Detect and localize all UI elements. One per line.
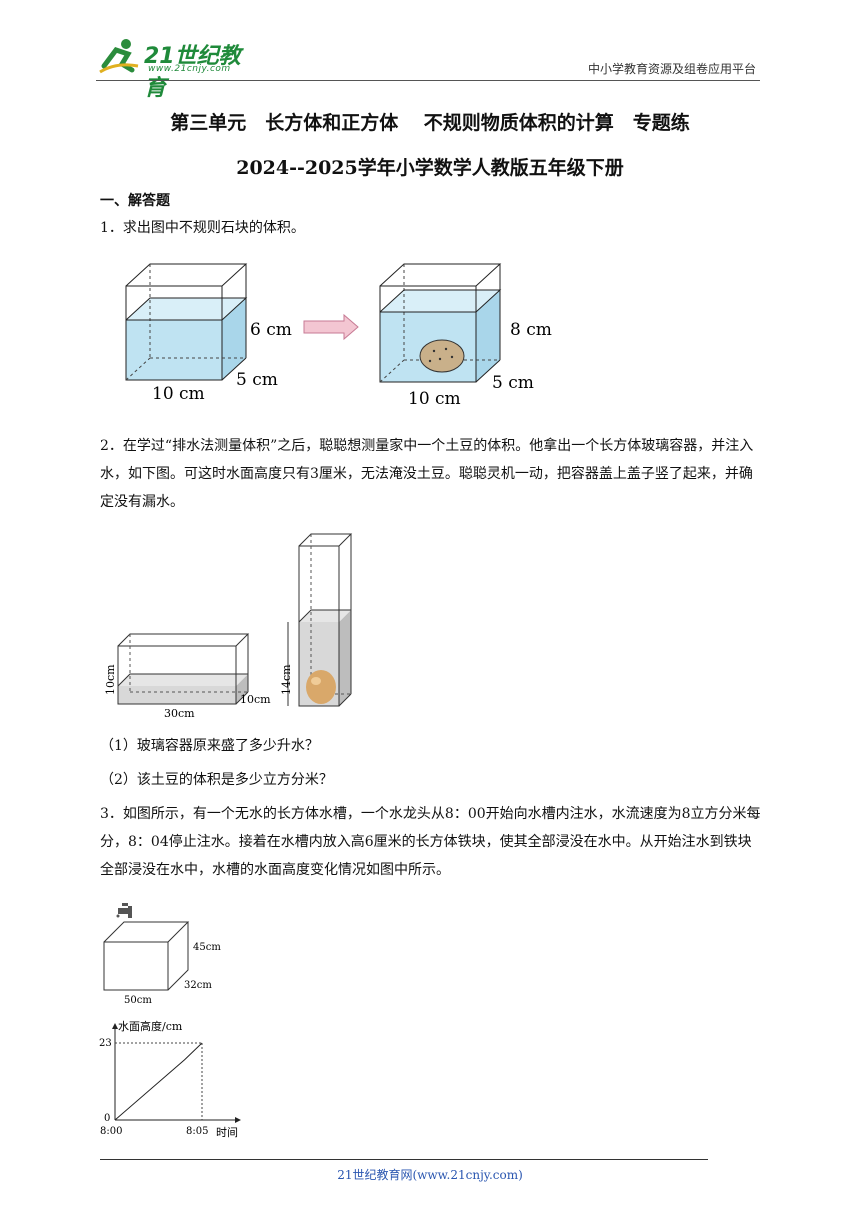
page-subtitle: 2024--2025学年小学数学人教版五年级下册 [236,157,624,179]
y-tick-label: 23 [99,1038,112,1049]
platform-name: 中小学教育资源及组卷应用平台 [587,62,756,76]
q2-height-label: 10cm [104,664,117,695]
logo-text: 21世纪教育 [144,44,241,101]
question-3-text: 3．如图所示，有一个无水的长方体水槽，一个水龙头从8：00开始向水槽内注水，水流… [100,806,761,878]
q2-water-height-label: 14cm [280,664,293,695]
y-tick-label: 0 [104,1113,110,1124]
q1-height-after-label: 8 cm [510,320,552,340]
q3-tank-depth-label: 32cm [184,980,212,991]
q2-width-label: 30cm [164,707,195,720]
q1-figure: 6 cm 5 cm 10 cm 8 cm 5 cm 10 cm [125,263,552,409]
runner-logo-icon [99,39,139,74]
q3-tank-width-label: 50cm [124,995,152,1006]
page-title: 第三单元 长方体和正方体 不规则物质体积的计算 专题练 [170,112,690,134]
x-tick-label: 8:00 [100,1126,122,1137]
q1-width-label-left: 10 cm [152,384,205,404]
footer-text: 21世纪教育网(www.21cnjy.com) [337,1168,523,1182]
question-2-sub-2: （2）该土豆的体积是多少立方分米？ [100,772,333,788]
y-axis-label: 水面高度/cm [118,1019,183,1033]
q1-tank-before [125,263,248,381]
q1-height-before-label: 6 cm [250,320,292,340]
site-logo: 21世纪教育 www.21cnjy.com [96,36,256,101]
section-heading: 一、解答题 [100,193,170,209]
logo-url: www.21cnjy.com [148,64,231,74]
q2-vertical-container [287,533,353,707]
q3-tank-figure: 45cm 32cm 50cm [103,903,221,1006]
potato-icon [306,670,336,704]
q2-figure: 10cm 30cm 10cm 14cm [104,533,353,720]
x-tick-label: 8:05 [186,1126,208,1137]
right-arrow-icon [303,313,359,341]
q3-tank-height-label: 45cm [193,942,221,953]
stone-icon [419,339,465,373]
q1-tank-after [379,263,502,383]
faucet-icon [116,903,132,918]
q2-depth-label: 10cm [240,693,271,706]
q2-horizontal-container [117,633,250,705]
question-2-sub-1: （1）玻璃容器原来盛了多少升水？ [100,738,319,754]
x-axis-label: 时间 [216,1126,238,1139]
header-divider [96,80,760,81]
water-level-line [114,1042,203,1121]
question-1-text: 1．求出图中不规则石块的体积。 [100,220,305,236]
q1-width-label-right: 10 cm [408,389,461,409]
q1-depth-label-right: 5 cm [492,373,534,393]
q3-chart: 水面高度/cm 时间 23 0 8:00 8:05 [99,1019,241,1139]
q1-depth-label-left: 5 cm [236,370,278,390]
question-2-text: 2．在学过“排水法测量体积”之后，聪聪想测量家中一个土豆的体积。他拿出一个长方体… [100,438,754,510]
footer-divider [100,1159,708,1160]
